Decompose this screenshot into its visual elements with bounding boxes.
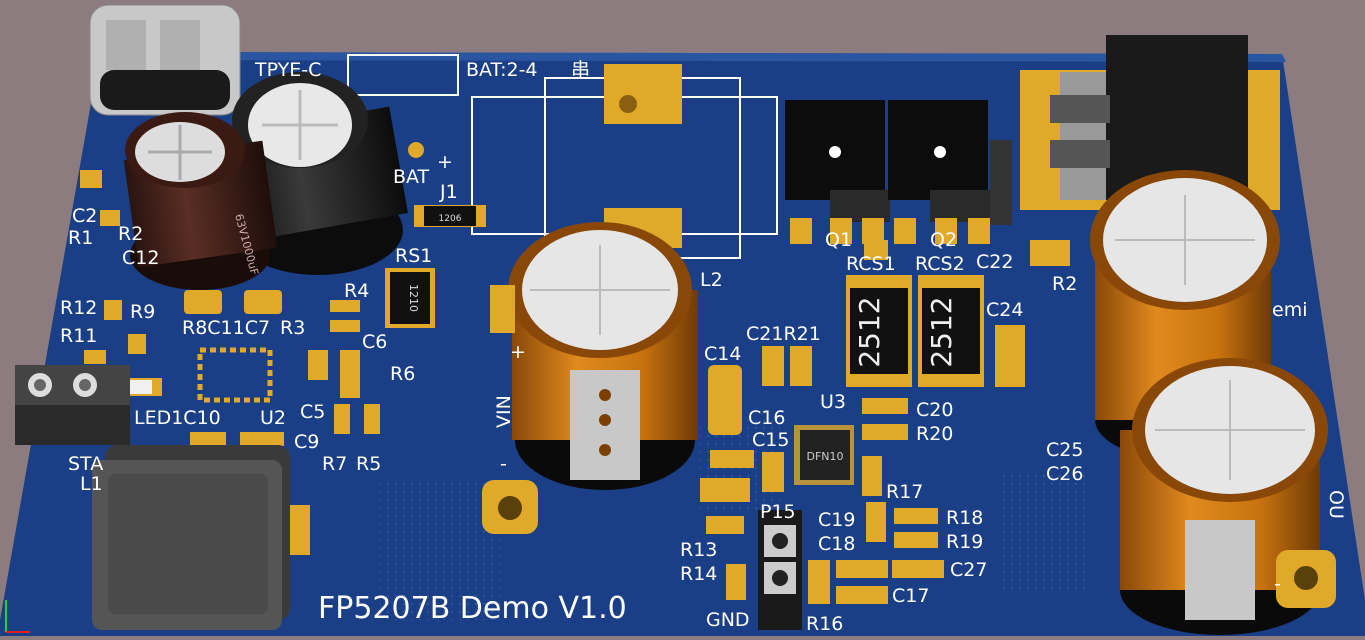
q1-mosfet <box>785 100 916 244</box>
silk-r2x: R2 <box>1052 273 1077 295</box>
silk-out: OU <box>1325 490 1347 519</box>
silk-c12: C12 <box>122 247 159 269</box>
silk-r17: R17 <box>886 481 923 503</box>
silk-r16: R16 <box>806 613 843 635</box>
silk-r18: R18 <box>946 507 983 529</box>
silk-rs1: RS1 <box>395 245 432 267</box>
silk-r14: R14 <box>680 563 717 585</box>
bat-pad <box>408 142 424 158</box>
u3-ic: DFN10 <box>794 425 854 485</box>
silk-rcs1: RCS1 <box>846 253 896 275</box>
j1-resistor: 1206 <box>414 205 486 227</box>
silk-out-minus: - <box>1274 573 1281 595</box>
silk-r12: R12 <box>60 297 97 319</box>
vin-minus-pad <box>482 480 538 534</box>
silk-bat-range-glyph: 串 <box>571 59 590 81</box>
usb-type-c-connector <box>89 4 241 116</box>
silk-u3: U3 <box>820 391 846 413</box>
j1-marking: 1206 <box>439 214 462 224</box>
silk-r13: R13 <box>680 539 717 561</box>
silk-l1: L1 <box>80 473 103 495</box>
rs1-marking: 1210 <box>407 284 420 312</box>
silk-r2: R2 <box>118 223 143 245</box>
silk-c22: C22 <box>976 251 1013 273</box>
silk-c2: C2 <box>72 205 97 227</box>
silk-sta: STA <box>68 453 103 475</box>
c26-capacitor <box>1120 358 1328 635</box>
silk-r7: R7 <box>322 453 347 475</box>
silk-c5: C5 <box>300 401 325 423</box>
silk-p15: P15 <box>760 501 796 523</box>
vin-plus-pad <box>490 285 515 333</box>
silk-c18: C18 <box>818 533 855 555</box>
silk-c21r21: C21R21 <box>746 323 821 345</box>
axis-gizmo <box>5 600 30 633</box>
silk-c16: C16 <box>748 407 785 429</box>
c24-capacitor <box>995 325 1025 387</box>
smd-parts-left <box>80 170 380 446</box>
silk-c19: C19 <box>818 509 855 531</box>
board-title: FP5207B Demo V1.0 <box>318 591 627 626</box>
smd-parts-center <box>700 240 944 604</box>
silk-r6: R6 <box>390 363 415 385</box>
rcs2-marking: 2512 <box>925 296 958 367</box>
silk-r3: R3 <box>280 317 305 339</box>
sta-connector <box>15 365 130 445</box>
silk-c20: C20 <box>916 399 953 421</box>
silk-r9: R9 <box>130 301 155 323</box>
silk-r19: R19 <box>946 531 983 553</box>
silk-c9: C9 <box>294 431 319 453</box>
l1-inductor <box>92 445 310 630</box>
silk-vin: VIN <box>493 395 515 428</box>
c12-capacitor: 63V1000uF <box>123 112 278 290</box>
silk-vin-plus: + <box>510 341 526 363</box>
out-minus-pad <box>1276 550 1336 608</box>
silk-c6: C6 <box>362 331 387 353</box>
silk-q1: Q1 <box>825 229 852 251</box>
silk-r1: R1 <box>68 227 93 249</box>
silk-c15: C15 <box>752 429 789 451</box>
silk-gnd: GND <box>706 609 750 631</box>
silk-c24: C24 <box>986 299 1023 321</box>
silk-c25: C25 <box>1046 439 1083 461</box>
via-field <box>380 480 500 620</box>
silk-rcs2: RCS2 <box>915 253 965 275</box>
silk-led1c10: LED1C10 <box>134 407 221 429</box>
rcs1-resistor: 2512 <box>846 275 912 387</box>
silk-c17: C17 <box>892 585 929 607</box>
vin-capacitor <box>508 222 698 490</box>
silk-emi: emi <box>1272 299 1307 321</box>
silk-r11: R11 <box>60 325 97 347</box>
silk-j1: J1 <box>439 181 458 203</box>
q2-mosfet <box>888 100 1012 244</box>
silk-r20: R20 <box>916 423 953 445</box>
silk-r5: R5 <box>356 453 381 475</box>
silk-q2: Q2 <box>930 229 957 251</box>
u3-marking: DFN10 <box>806 450 843 463</box>
silk-u2: U2 <box>260 407 286 429</box>
silk-c26: C26 <box>1046 463 1083 485</box>
silk-r8c11c7: R8C11C7 <box>182 317 270 339</box>
silk-bat-plus: + <box>437 151 453 173</box>
silk-c14: C14 <box>704 343 741 365</box>
rcs2-resistor: 2512 <box>918 275 984 387</box>
silk-bat: BAT <box>393 166 430 188</box>
rcs1-marking: 2512 <box>853 296 886 367</box>
silk-type-c: TPYE-C <box>254 59 321 81</box>
silk-r4: R4 <box>344 280 369 302</box>
silk-bat-range: BAT:2-4 <box>466 59 538 81</box>
p15-header <box>758 510 802 630</box>
rs1-resistor: 1210 <box>385 268 435 328</box>
silk-c27: C27 <box>950 559 987 581</box>
via-field <box>1000 470 1090 590</box>
r2x-resistor <box>1030 240 1070 266</box>
black-electrolytic-capacitor <box>225 72 408 275</box>
silk-l2: L2 <box>700 269 723 291</box>
silk-vin-minus: - <box>500 453 507 475</box>
